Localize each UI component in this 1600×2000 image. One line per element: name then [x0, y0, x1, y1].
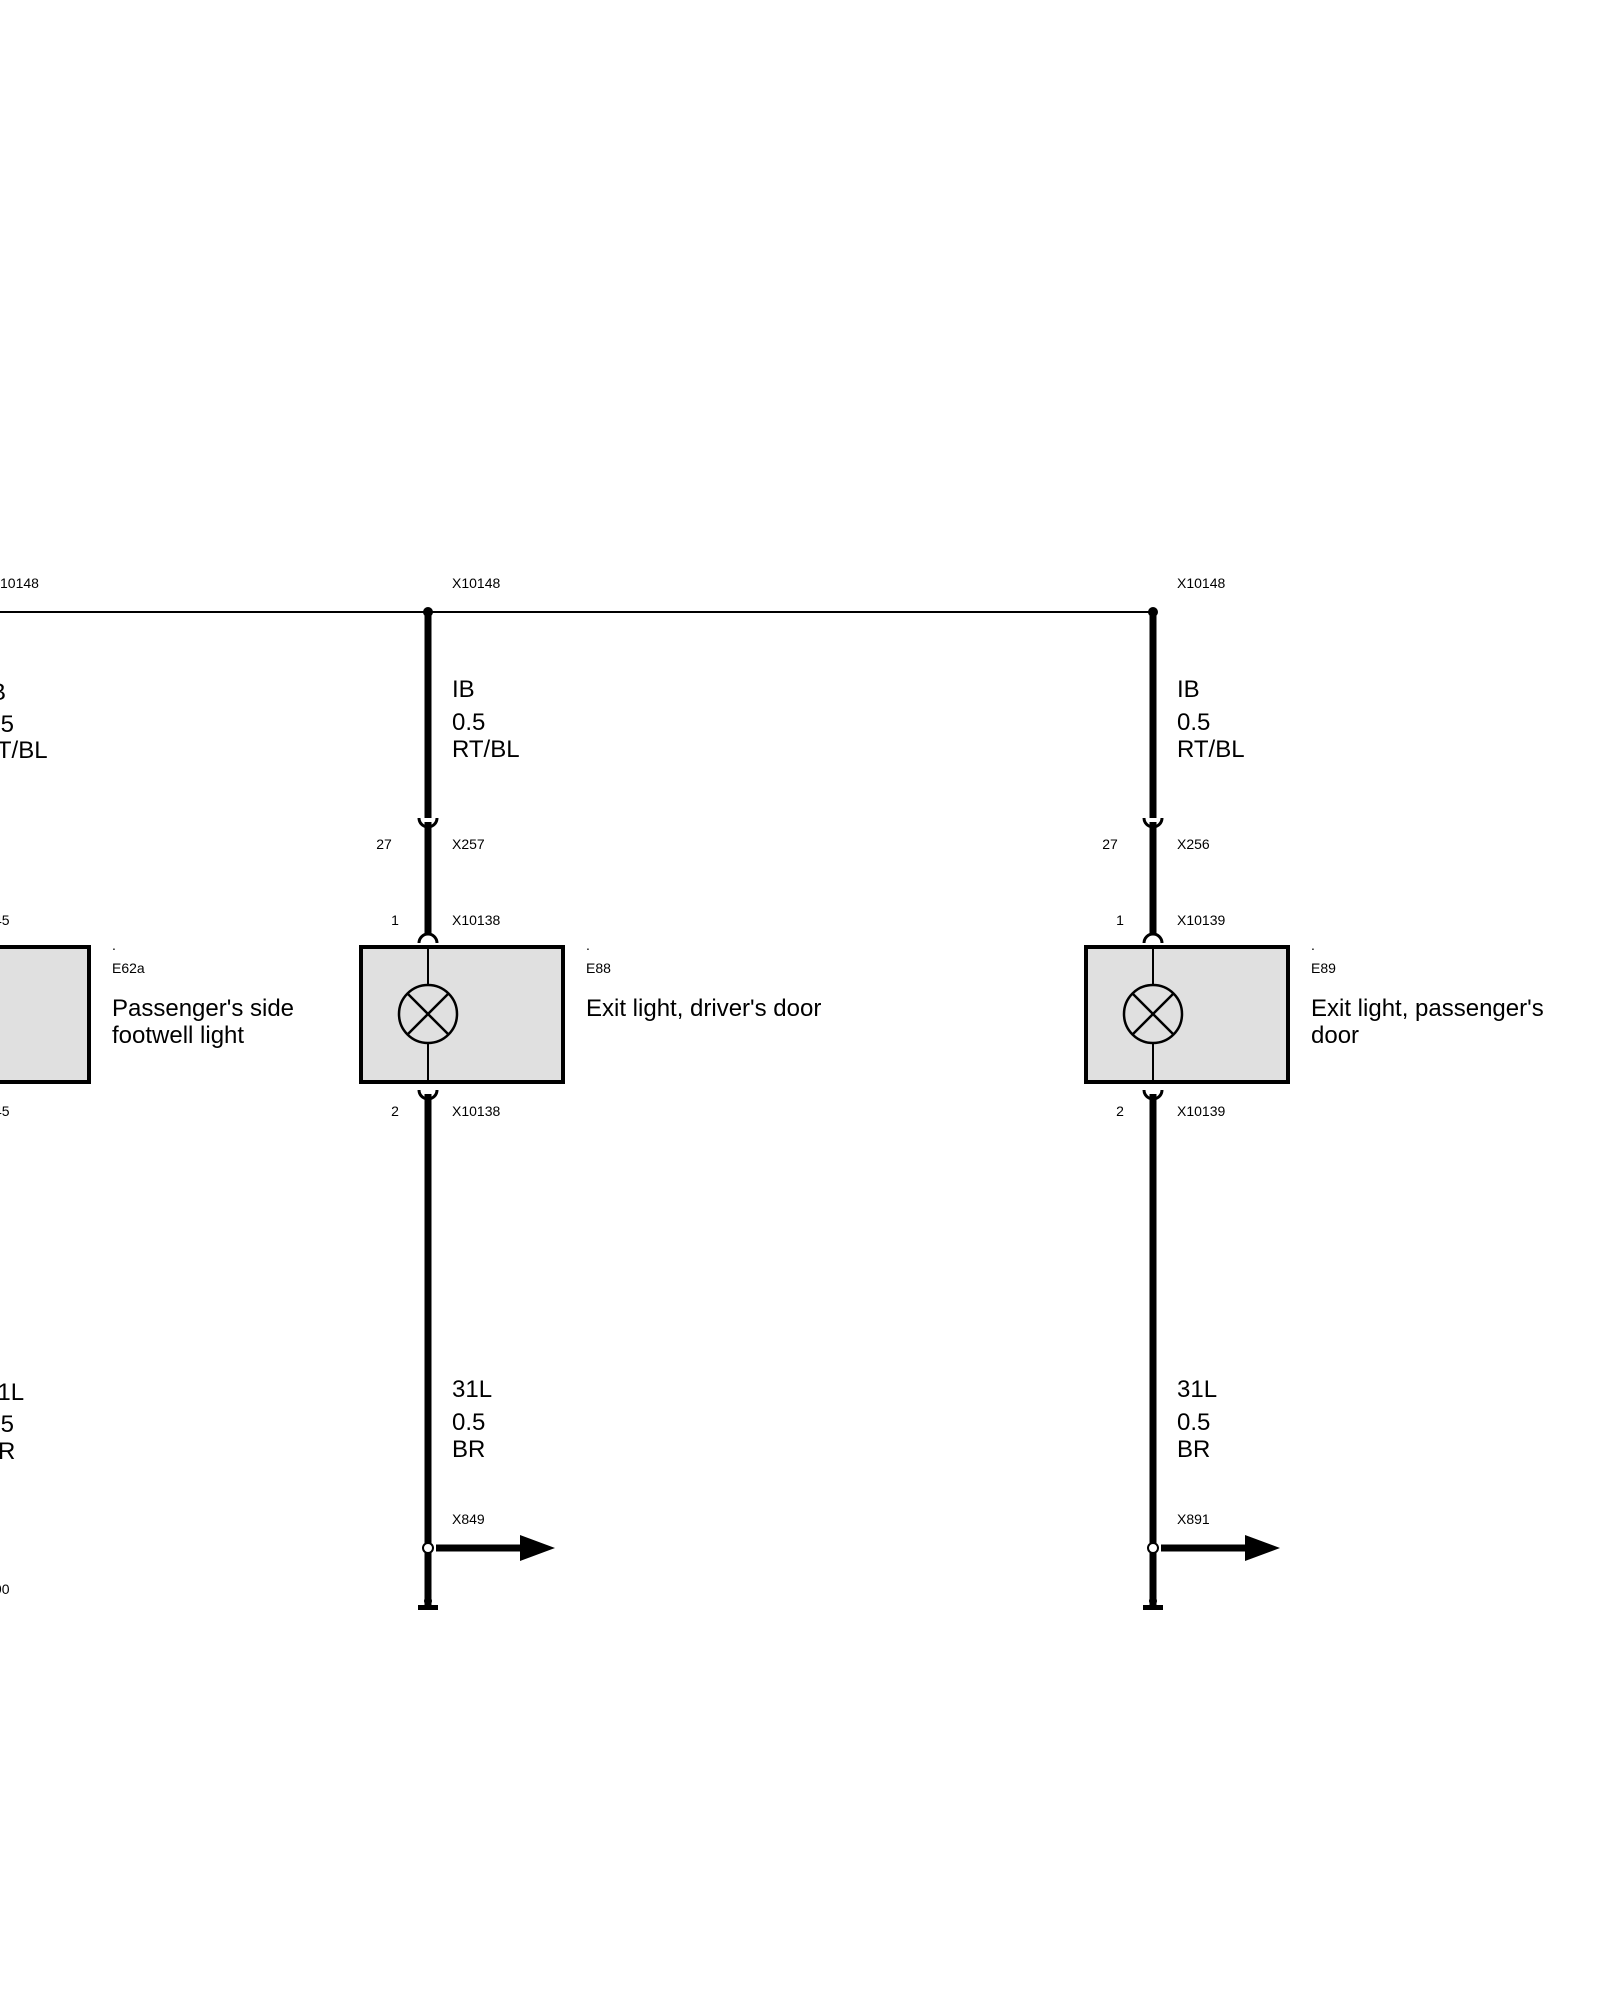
- wire-top-gauge: 0.5: [1177, 709, 1210, 736]
- lamp-icon: [1122, 983, 1184, 1045]
- pin-in-label: 1: [391, 912, 399, 928]
- wire-bottom-function: 31L: [452, 1376, 492, 1403]
- left-wire-bottom-function: 31L: [0, 1379, 24, 1406]
- ground-connector-label: X891: [1177, 1511, 1210, 1527]
- left-wire-top-function: B: [0, 679, 6, 706]
- left-pin-top-label: 45: [0, 912, 10, 928]
- splice-pin-label: 27: [376, 836, 392, 852]
- wire-top-color: RT/BL: [1177, 736, 1245, 763]
- ground-junction-dot: [422, 1542, 434, 1554]
- left-component-dot: .: [112, 937, 116, 953]
- left-bus-connector-label: 10148: [0, 575, 39, 591]
- splice-connector-label: X257: [452, 836, 485, 852]
- connector-in-label: X10139: [1177, 912, 1225, 928]
- lamp-icon: [397, 983, 459, 1045]
- continuation-arrow-icon: [436, 1535, 555, 1561]
- ground-terminal-icon: [418, 1597, 438, 1610]
- left-component-desc-1: Passenger's side: [112, 995, 294, 1022]
- pin-out-label: 2: [1116, 1103, 1124, 1119]
- left-pin-bottom-label: 45: [0, 1103, 10, 1119]
- component-id: E88: [586, 960, 611, 976]
- ground-junction-dot: [1147, 1542, 1159, 1554]
- component-desc-1: Exit light, passenger's: [1311, 995, 1544, 1022]
- bus-connector-label: X10148: [452, 575, 500, 591]
- continuation-arrow-icon: [1161, 1535, 1280, 1561]
- ground-terminal-icon: [1143, 1597, 1163, 1610]
- left-wire-top-color: RT/BL: [0, 737, 48, 764]
- connector-out-label: X10138: [452, 1103, 500, 1119]
- left-ground-label: 90: [0, 1581, 10, 1597]
- pin-in-label: 1: [1116, 912, 1124, 928]
- ground-connector-label: X849: [452, 1511, 485, 1527]
- wire-bottom-function: 31L: [1177, 1376, 1217, 1403]
- left-wire-bottom-color: BR: [0, 1438, 15, 1465]
- left-wire-top-gauge: .5: [0, 711, 14, 738]
- component-box: [359, 945, 565, 1084]
- component-dot: .: [586, 937, 590, 953]
- connector-out-label: X10139: [1177, 1103, 1225, 1119]
- connector-in-symbol: [417, 932, 439, 944]
- left-component-box: [0, 945, 91, 1084]
- wire-top-function: IB: [452, 676, 475, 703]
- pin-out-label: 2: [391, 1103, 399, 1119]
- left-wire-bottom-gauge: .5: [0, 1411, 14, 1438]
- component-id: E89: [1311, 960, 1336, 976]
- component-desc-1: Exit light, driver's door: [586, 995, 821, 1022]
- wire-top-gauge: 0.5: [452, 709, 485, 736]
- wire-bottom-color: BR: [1177, 1436, 1210, 1463]
- component-dot: .: [1311, 937, 1315, 953]
- left-partial-circuit: 10148 B .5 RT/BL 45 . E62a Passenger's s…: [0, 575, 294, 1597]
- splice-connector-label: X256: [1177, 836, 1210, 852]
- wire-bottom-color: BR: [452, 1436, 485, 1463]
- left-component-desc-2: footwell light: [112, 1022, 244, 1049]
- circuit-e89: X10148 IB 0.5 RT/BL 27 X256 1 X10139 . E…: [1084, 575, 1544, 1610]
- splice-pin-label: 27: [1102, 836, 1118, 852]
- connector-in-symbol: [1142, 932, 1164, 944]
- wire-bottom-gauge: 0.5: [452, 1409, 485, 1436]
- wire-bottom-gauge: 0.5: [1177, 1409, 1210, 1436]
- left-component-id: E62a: [112, 960, 145, 976]
- wire-top-color: RT/BL: [452, 736, 520, 763]
- wire-top-function: IB: [1177, 676, 1200, 703]
- component-box: [1084, 945, 1290, 1084]
- circuit-e88: X10148 IB 0.5 RT/BL 27 X257 1 X10138 . E…: [359, 575, 821, 1610]
- component-desc-2: door: [1311, 1022, 1359, 1049]
- connector-in-label: X10138: [452, 912, 500, 928]
- bus-connector-label: X10148: [1177, 575, 1225, 591]
